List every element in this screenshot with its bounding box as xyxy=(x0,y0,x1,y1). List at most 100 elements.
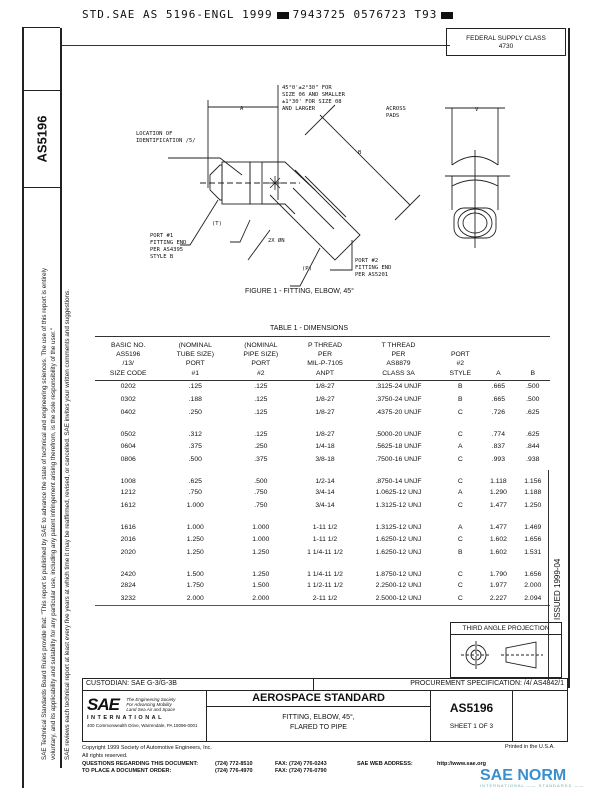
table-cell: C xyxy=(457,582,463,590)
table-cell: 1.477 xyxy=(489,524,507,532)
table-cell: 0302 xyxy=(120,396,136,404)
web-link[interactable]: http://www.sae.org xyxy=(437,761,486,767)
table-cell: .375 xyxy=(188,442,202,450)
table-cell: 2.094 xyxy=(515,592,550,606)
table-cell: 2-11 1/2 xyxy=(292,592,358,606)
table-cell: 2.000 xyxy=(524,582,542,590)
table-cell: 0402 xyxy=(120,409,136,417)
frame-line xyxy=(22,28,24,788)
side-document-id: AS5196 xyxy=(23,90,60,188)
table-cell: .3750-24 UNJF xyxy=(375,396,422,404)
table-cell: 1.250 xyxy=(186,548,204,556)
sae-logo-box: SAE The Engineering Society For Advancin… xyxy=(82,691,207,742)
svg-text:FITTING END: FITTING END xyxy=(355,265,391,271)
table-cell: .125 xyxy=(254,383,268,391)
table-cell: C xyxy=(457,455,463,463)
table-cell: .844 xyxy=(526,442,540,450)
sae-address: 400 Commonwealth Drive, Warrendale, PA 1… xyxy=(87,723,198,728)
table-cell: .750 xyxy=(254,502,268,510)
table-cell: .625 xyxy=(526,409,540,417)
issued-date: ISSUED 1999-04 xyxy=(553,558,562,620)
table-cell: C xyxy=(457,409,463,417)
table-cell: 1.531 xyxy=(524,548,542,556)
table-cell: 1.469 xyxy=(524,524,542,532)
table-cell: 0604 xyxy=(120,442,136,450)
printed-in: Printed in the U.S.A. xyxy=(505,744,555,750)
table-cell: 2016 xyxy=(120,535,136,543)
table-cell: 2.2500-12 UNJ xyxy=(375,582,422,590)
table-cell: 1.0625-12 UNJ xyxy=(375,489,422,497)
svg-text:ACROSS: ACROSS xyxy=(386,106,406,112)
fsc-value: 4730 xyxy=(498,43,514,51)
table-cell: .500 xyxy=(254,477,268,485)
table-cell: 1/8-27 xyxy=(315,409,335,417)
table-cell: 1.000 xyxy=(186,502,204,510)
table-header: BASIC NO.AS5196/13/SIZE CODE xyxy=(95,336,162,381)
svg-text:STYLE B: STYLE B xyxy=(150,254,174,260)
table-cell: .750 xyxy=(254,489,268,497)
table-cell: .7500-16 UNJF xyxy=(375,455,422,463)
table-cell: 2020 xyxy=(120,548,136,556)
frame-line xyxy=(568,28,570,688)
table-cell: 1.750 xyxy=(186,582,204,590)
table-cell: 1 1/2-11 1/2 xyxy=(307,582,343,590)
table-cell: 1.656 xyxy=(524,570,542,578)
table-cell: 1.188 xyxy=(524,489,542,497)
table-cell: .4375-20 UNJF xyxy=(375,409,422,417)
table-cell: 1.6250-12 UNJ xyxy=(375,548,422,556)
table-cell: 1.156 xyxy=(524,477,542,485)
table-cell: 1-11 1/2 xyxy=(312,535,338,543)
table-cell: 1612 xyxy=(120,502,136,510)
table-cell: .5625-18 UNJF xyxy=(375,442,422,450)
frame-line xyxy=(60,28,62,768)
table-cell: B xyxy=(458,548,463,556)
legal-text: SAE reviews each technical report at lea… xyxy=(63,289,71,760)
table-cell: C xyxy=(457,431,463,439)
table-cell: 1/2-14 xyxy=(315,477,335,485)
table-cell: 1.656 xyxy=(524,535,542,543)
table-cell: .250 xyxy=(188,409,202,417)
svg-text:PER AS4395: PER AS4395 xyxy=(150,247,183,253)
document-title: FITTING, ELBOW, 45°, FLARED TO PIPE xyxy=(207,707,431,742)
table-cell: 1.477 xyxy=(489,502,507,510)
table-cell: 1-11 1/2 xyxy=(312,524,338,532)
table-cell: 1.250 xyxy=(524,502,542,510)
table-cell: 2.000 xyxy=(161,592,230,606)
custodian: CUSTODIAN: SAE G-3/G-3B xyxy=(82,678,314,691)
document-number-box: AS5196 SHEET 1 OF 3 xyxy=(431,691,513,742)
order-fax: FAX: (724) 776-0790 xyxy=(275,768,327,774)
table-cell: 0202 xyxy=(120,383,136,391)
svg-text:45°0'±2°30" FOR: 45°0'±2°30" FOR xyxy=(282,85,332,91)
svg-text:A: A xyxy=(240,106,244,112)
legal-text: SAE Technical Standards Board Rules prov… xyxy=(41,267,48,760)
table-cell: 0502 xyxy=(120,431,136,439)
table-cell: 2420 xyxy=(120,570,136,578)
table-cell: .500 xyxy=(526,383,540,391)
svg-text:PADS: PADS xyxy=(386,113,399,119)
order-label: TO PLACE A DOCUMENT ORDER: xyxy=(82,768,172,774)
table-cell: 1 1/4-11 1/2 xyxy=(307,548,343,556)
procurement-specification: PROCUREMENT SPECIFICATION: /4/ AS4842/1 xyxy=(314,678,568,691)
table-cell: .8750-14 UNJF xyxy=(375,477,422,485)
document-number: AS5196 xyxy=(449,701,494,715)
table-cell: .726 xyxy=(491,409,505,417)
frame-line xyxy=(62,45,450,46)
table-cell: .625 xyxy=(526,431,540,439)
projection-symbol-icon xyxy=(461,641,543,669)
table-cell: 1.602 xyxy=(489,548,507,556)
table-cell: .500 xyxy=(526,396,540,404)
svg-text:PER AS5201: PER AS5201 xyxy=(355,272,388,278)
third-angle-projection-box: THIRD ANGLE PROJECTION xyxy=(450,622,562,678)
